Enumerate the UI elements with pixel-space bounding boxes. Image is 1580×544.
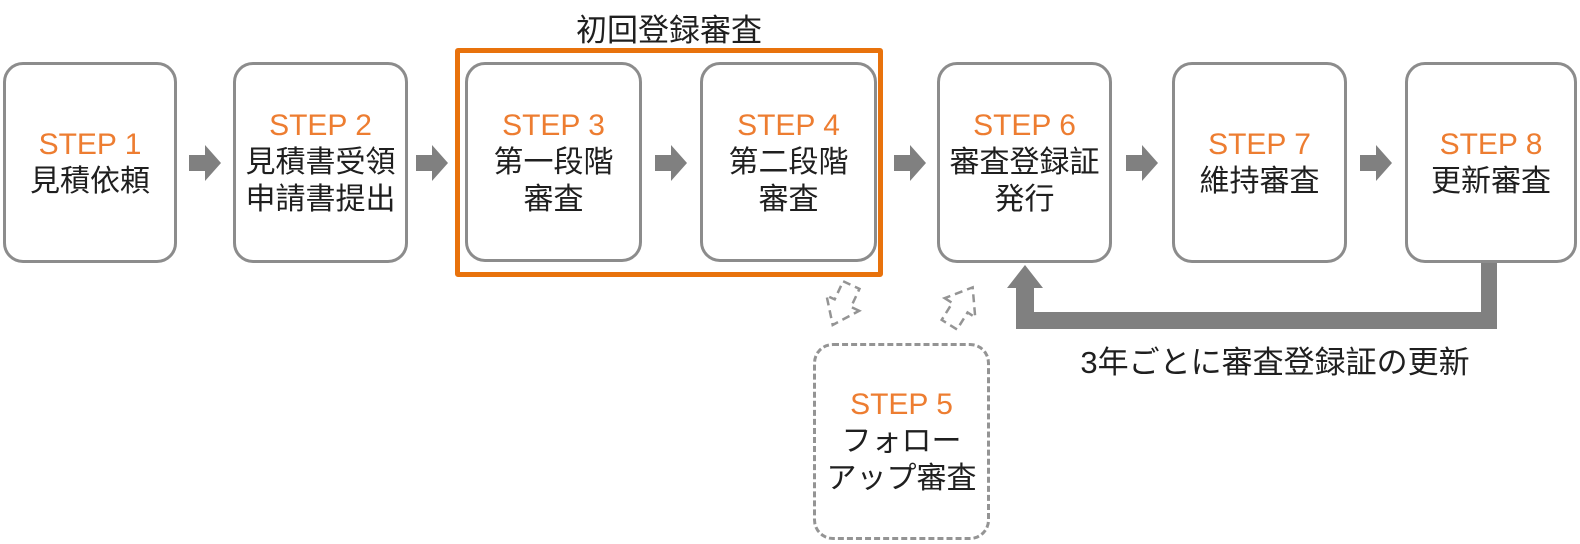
step-5-label: STEP 5 <box>850 388 953 421</box>
initial-registration-highlight-frame <box>455 48 883 277</box>
flow-arrow-1-2-icon <box>189 145 221 181</box>
step-3-box: STEP 3 第一段階 審査 <box>465 62 642 262</box>
step-7-box: STEP 7 維持審査 <box>1172 62 1347 263</box>
feedback-arrow-step8-to-step6 <box>1007 262 1497 329</box>
step-6-text-line2: 発行 <box>994 183 1055 216</box>
dashed-up-right-block-arrow-icon <box>932 276 990 336</box>
step-3-label: STEP 3 <box>502 108 605 142</box>
feedback-arrow-caption: 3年ごとに審査登録証の更新 <box>1080 345 1470 380</box>
step-4-text-line1: 第二段階 <box>728 145 849 179</box>
step-4-text-line2: 審査 <box>758 182 819 216</box>
step-1-label: STEP 1 <box>38 127 142 161</box>
step-7-text: 維持審査 <box>1199 164 1320 198</box>
step-6-label: STEP 6 <box>973 109 1076 142</box>
dashed-down-left-block-arrow-icon <box>815 276 869 334</box>
step-4-label: STEP 4 <box>737 108 840 142</box>
step-4-box: STEP 4 第二段階 審査 <box>700 62 877 262</box>
flow-arrow-6-7-icon <box>1126 145 1158 181</box>
step-7-label: STEP 7 <box>1208 127 1311 161</box>
step-2-text-line2: 申請書提出 <box>245 183 396 216</box>
step-2-text-line1: 見積書受領 <box>245 146 396 179</box>
step-1-box: STEP 1 見積依頼 <box>3 62 177 263</box>
flow-arrow-7-8-icon <box>1360 145 1392 181</box>
step-1-text: 見積依頼 <box>30 164 150 198</box>
step-2-label: STEP 2 <box>269 109 372 142</box>
step-6-text-line1: 審査登録証 <box>949 146 1100 179</box>
step-6-box: STEP 6 審査登録証 発行 <box>937 62 1112 263</box>
step-8-text: 更新審査 <box>1431 164 1551 198</box>
flow-arrow-4-6-icon <box>894 145 926 181</box>
step-8-box: STEP 8 更新審査 <box>1405 62 1577 263</box>
step-3-text-line1: 第一段階 <box>493 145 614 179</box>
initial-registration-title: 初回登録審査 <box>576 13 762 48</box>
step-3-text-line2: 審査 <box>523 182 584 216</box>
step-8-label: STEP 8 <box>1439 127 1543 161</box>
step-5-text-line1: フォロー <box>841 425 962 458</box>
step-5-box: STEP 5 フォロー アップ審査 <box>813 343 990 540</box>
step-2-box: STEP 2 見積書受領 申請書提出 <box>233 62 408 263</box>
step-5-text-line2: アップ審査 <box>826 462 977 495</box>
flow-arrow-2-3-icon <box>416 145 448 181</box>
